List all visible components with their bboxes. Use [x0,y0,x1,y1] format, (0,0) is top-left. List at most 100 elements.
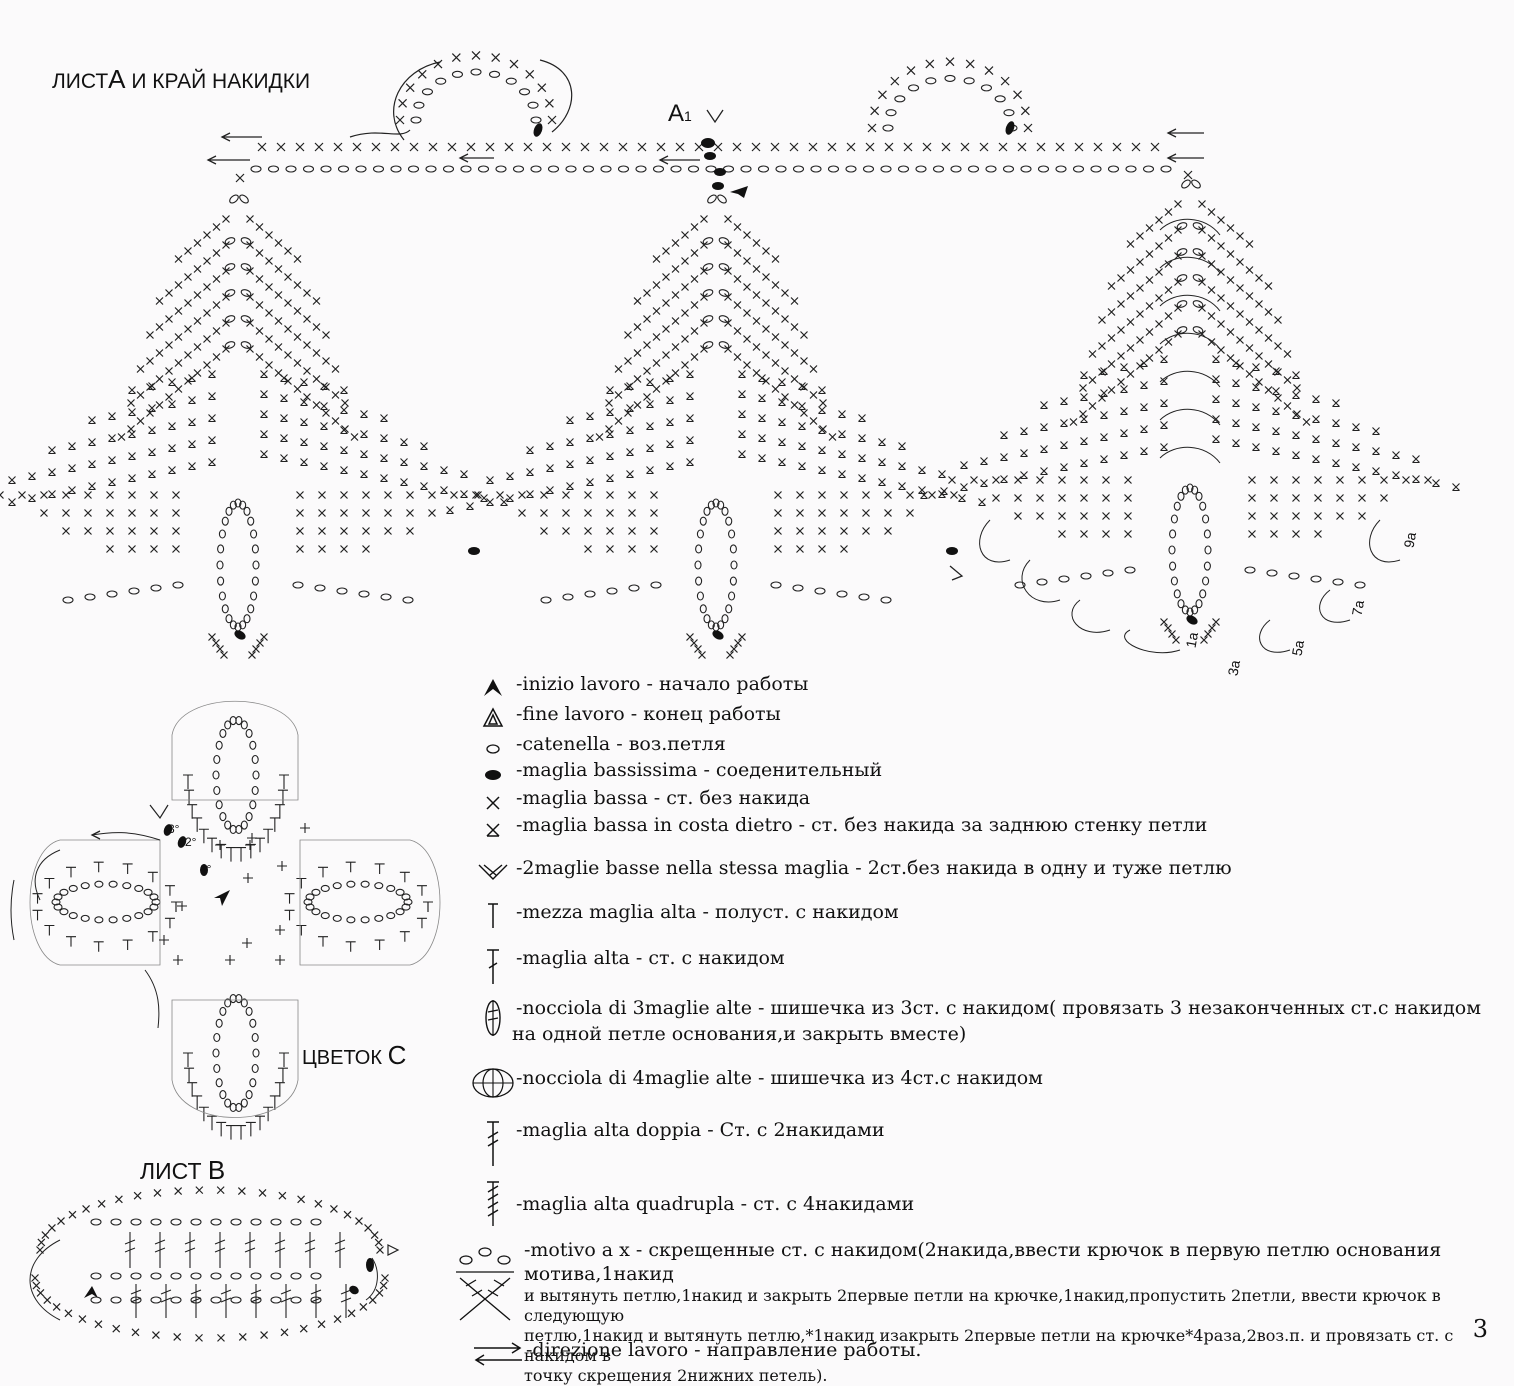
sc-mark [775,528,782,535]
sc-back-loop-mark [381,435,388,442]
sc-mark [951,492,958,499]
work-line [285,894,295,904]
chain-mark [361,881,369,887]
sc-back-loop-mark [69,487,76,494]
sc-back-loop-mark [1081,416,1088,423]
slip-stitch-mark [712,182,724,190]
sc-mark [663,274,670,281]
sc-mark [247,242,254,249]
sc-back-loop-mark [1061,398,1068,405]
sc-mark [1246,319,1253,326]
sc-mark [41,492,48,499]
sc-mark [285,326,292,333]
sc-mark [1099,317,1106,324]
chain-mark [252,756,258,764]
sc-back-loop-mark [109,457,116,464]
sc-back-loop-mark [739,411,746,418]
chain-mark [702,236,713,245]
sc-mark [585,528,592,535]
sc-mark [510,60,518,68]
sc-back-loop-mark [29,495,36,502]
work-line [400,932,410,942]
sc-mark [294,360,301,367]
round-label: 1° [200,862,211,876]
sc-mark [1094,143,1102,151]
sc-mark [249,652,256,659]
sc-mark [1227,303,1234,310]
sc-mark [1293,513,1300,520]
work-line [243,873,253,883]
sc-back-loop-mark [799,463,806,470]
chain-mark [1203,515,1209,523]
sc-back-loop-mark [739,371,746,378]
chain-mark [951,166,961,172]
sc-back-loop-mark [49,491,56,498]
sc-mark [1146,303,1153,310]
chain-mark [1037,579,1047,585]
sc-mark [644,316,651,323]
sc-mark [407,510,414,517]
work-line [277,861,287,871]
sc-mark [166,394,173,401]
sc-mark [775,546,782,553]
sc-mark [790,143,798,151]
chain-mark [1178,600,1184,608]
sc-mark [1165,625,1172,632]
sc-back-loop-mark [447,507,454,514]
chain-mark [151,585,161,591]
sc-back-loop-mark [169,467,176,474]
cluster-4-icon [470,1066,516,1100]
sc-back-loop-mark [189,397,196,404]
sc-back-loop-mark [1293,372,1300,379]
chain-mark [759,166,769,172]
chain-mark [403,597,413,603]
sc-mark [38,1239,45,1246]
chain-mark [718,314,729,323]
work-line [148,932,158,942]
chain-mark [214,1034,220,1042]
sc-mark [1089,351,1096,358]
sc-back-loop-mark [839,471,846,478]
sc-back-loop-mark [1373,448,1380,455]
sc-back-loop-mark [779,379,786,386]
work-line [165,886,175,896]
work-line [296,878,306,888]
sc-back-loop-mark [301,459,308,466]
two-sc-same-stitch-icon [470,856,516,886]
sc-mark [829,434,836,441]
chain-mark [252,1034,258,1042]
chain-mark [1170,530,1176,538]
sc-mark [486,143,494,151]
work-line [245,840,255,850]
sc-mark [294,282,301,289]
sc-back-loop-mark [819,407,826,414]
sc-mark [701,294,708,301]
sc-mark [1265,361,1272,368]
sc-mark [1249,513,1256,520]
chain-mark [224,340,235,349]
sc-mark [175,360,182,367]
chain-mark [214,756,220,764]
sc-mark [85,528,92,535]
work-line [275,1232,285,1268]
sc-mark [58,1218,65,1225]
sc-back-loop-mark [1233,400,1240,407]
sc-back-loop-mark [169,423,176,430]
sc-mark [596,434,603,441]
row-label: 3а [1225,659,1243,677]
sc-mark [1256,275,1263,282]
chain-mark [211,1273,221,1279]
sc-mark [448,143,456,151]
sc-mark [772,308,779,315]
sc-mark [156,350,163,357]
chain-mark [63,597,73,603]
sc-back-loop-mark [779,419,786,426]
chain-mark [246,1091,252,1099]
sc-mark [391,143,399,151]
chain-mark [895,96,905,102]
arrow-head [92,831,100,839]
chain-mark [250,801,256,809]
sc-mark [281,1329,288,1336]
chain-mark [246,813,252,821]
sc-mark [676,143,684,151]
